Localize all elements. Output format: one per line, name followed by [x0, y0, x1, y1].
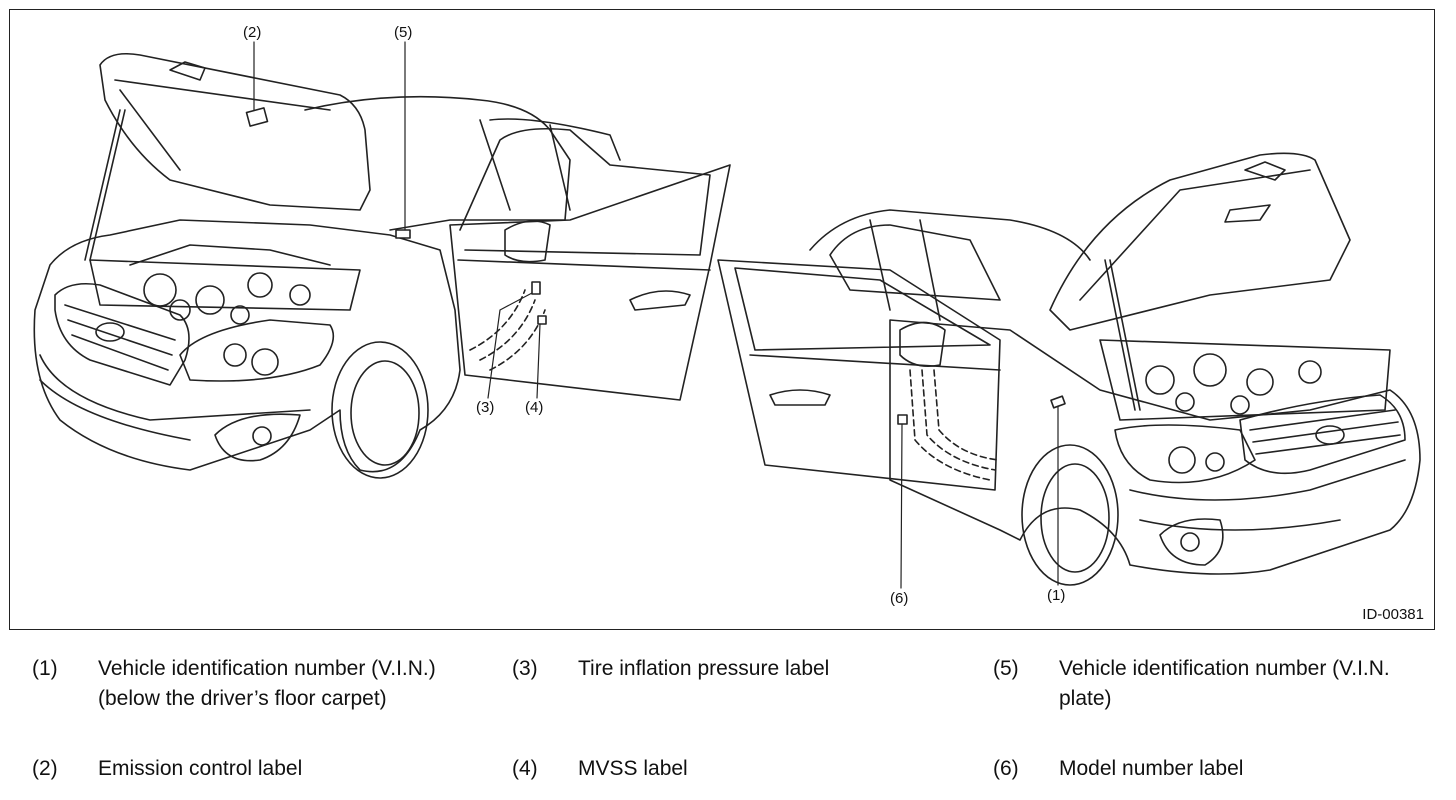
- vehicle-label-diagram: (2) (5) (3) (4) (6) (1) ID-00381: [9, 9, 1435, 630]
- car-illustration: [33, 41, 1421, 589]
- legend-text: Tire inflation pressure label: [578, 657, 830, 680]
- callout-3: (3): [476, 399, 495, 416]
- right-car: [717, 152, 1421, 589]
- callout-2: (2): [243, 24, 262, 41]
- callout-1: (1): [1047, 587, 1066, 604]
- legend: (1) Vehicle identification number (V.I.N…: [0, 648, 1456, 798]
- callout-5: (5): [394, 24, 413, 41]
- legend-number: (5): [993, 657, 1019, 680]
- legend-number: (1): [32, 657, 58, 680]
- legend-text: Emission control label: [98, 757, 303, 780]
- callout-6: (6): [890, 590, 909, 607]
- legend-number: (6): [993, 757, 1019, 780]
- legend-number: (4): [512, 757, 538, 780]
- legend-text: MVSS label: [578, 757, 688, 780]
- legend-text: Model number label: [1059, 757, 1244, 780]
- legend-text: Vehicle identification number (V.I.N. pl…: [1059, 657, 1390, 710]
- left-car: [33, 41, 731, 479]
- legend-text: Vehicle identification number (V.I.N.) (…: [98, 657, 436, 710]
- legend-number: (3): [512, 657, 538, 680]
- figure-id: ID-00381: [1362, 606, 1424, 623]
- callout-4: (4): [525, 399, 544, 416]
- legend-number: (2): [32, 757, 58, 780]
